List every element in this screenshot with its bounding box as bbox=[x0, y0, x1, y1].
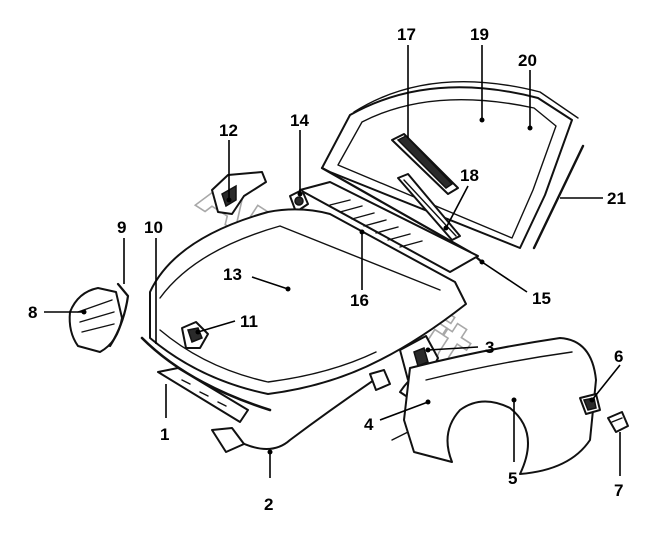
callout-14: 14 bbox=[290, 111, 309, 130]
callout-21: 21 bbox=[607, 189, 626, 208]
callout-2: 2 bbox=[264, 495, 273, 514]
callout-labels: 1 2 3 4 5 6 7 8 9 10 11 12 13 14 15 16 1… bbox=[28, 25, 626, 514]
callout-17: 17 bbox=[397, 25, 416, 44]
callout-15: 15 bbox=[532, 289, 551, 308]
cowl-grille bbox=[299, 181, 479, 273]
headlamp-cover bbox=[68, 287, 123, 353]
a-pillar-trim bbox=[532, 144, 585, 250]
windshield-molding bbox=[353, 81, 579, 119]
hood-hinge-bolt bbox=[289, 189, 309, 213]
callout-8: 8 bbox=[28, 303, 37, 322]
callout-19: 19 bbox=[470, 25, 489, 44]
callout-9: 9 bbox=[117, 218, 126, 237]
callout-13: 13 bbox=[223, 265, 242, 284]
callout-20: 20 bbox=[518, 51, 537, 70]
headlamp-seal bbox=[108, 282, 130, 348]
callout-18: 18 bbox=[460, 166, 479, 185]
front-fender bbox=[403, 337, 597, 475]
callout-11: 11 bbox=[240, 312, 258, 331]
wiper-arm bbox=[391, 133, 459, 195]
callout-6: 6 bbox=[614, 347, 623, 366]
callout-16: 16 bbox=[350, 291, 369, 310]
leader-lines bbox=[44, 45, 621, 478]
callout-4: 4 bbox=[364, 415, 374, 434]
hood-seal-strip bbox=[157, 367, 249, 423]
hood bbox=[149, 208, 467, 395]
callout-10: 10 bbox=[144, 218, 163, 237]
callout-5: 5 bbox=[508, 469, 517, 488]
windshield bbox=[321, 86, 573, 249]
callout-3: 3 bbox=[485, 338, 494, 357]
hood-release-cable bbox=[211, 369, 391, 453]
callout-7: 7 bbox=[614, 481, 623, 500]
callout-12: 12 bbox=[219, 121, 238, 140]
callout-1: 1 bbox=[160, 425, 169, 444]
side-repeater-lens bbox=[607, 411, 629, 433]
